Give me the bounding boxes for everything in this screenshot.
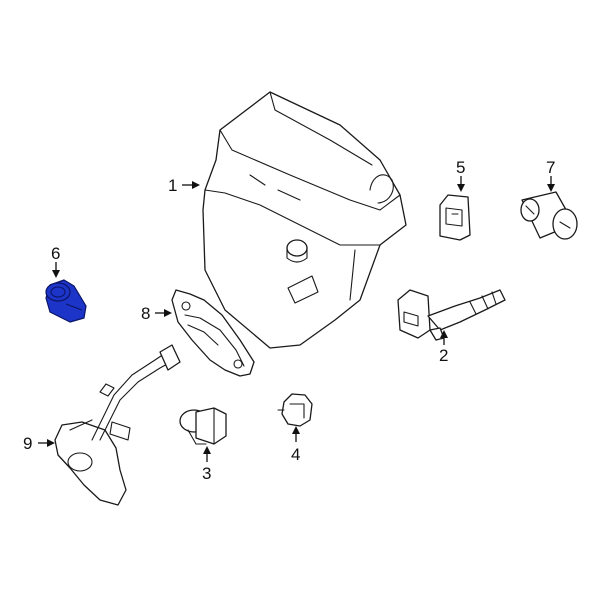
part-5-switch[interactable] bbox=[439, 194, 471, 241]
part-2-combination-switch[interactable] bbox=[397, 289, 506, 341]
callout-3: 3 bbox=[202, 464, 211, 483]
callout-2: 2 bbox=[439, 346, 448, 365]
part-1-column-cover[interactable] bbox=[202, 91, 407, 349]
callout-8: 8 bbox=[141, 304, 150, 323]
callout-9: 9 bbox=[23, 434, 32, 453]
callout-5: 5 bbox=[456, 158, 465, 177]
part-3-sensor[interactable] bbox=[179, 407, 227, 445]
callout-4: 4 bbox=[291, 445, 300, 464]
callout-7: 7 bbox=[546, 158, 555, 177]
part-4-connector[interactable] bbox=[277, 393, 313, 427]
part-6-highlighted-sensor[interactable] bbox=[45, 279, 87, 323]
callout-6: 6 bbox=[51, 244, 60, 263]
part-9-lock-assembly[interactable] bbox=[54, 344, 181, 506]
leader-lines bbox=[38, 176, 555, 462]
callout-1: 1 bbox=[168, 176, 177, 195]
part-8-bracket[interactable] bbox=[171, 289, 255, 377]
part-7-ignition-cylinder[interactable] bbox=[520, 191, 578, 240]
